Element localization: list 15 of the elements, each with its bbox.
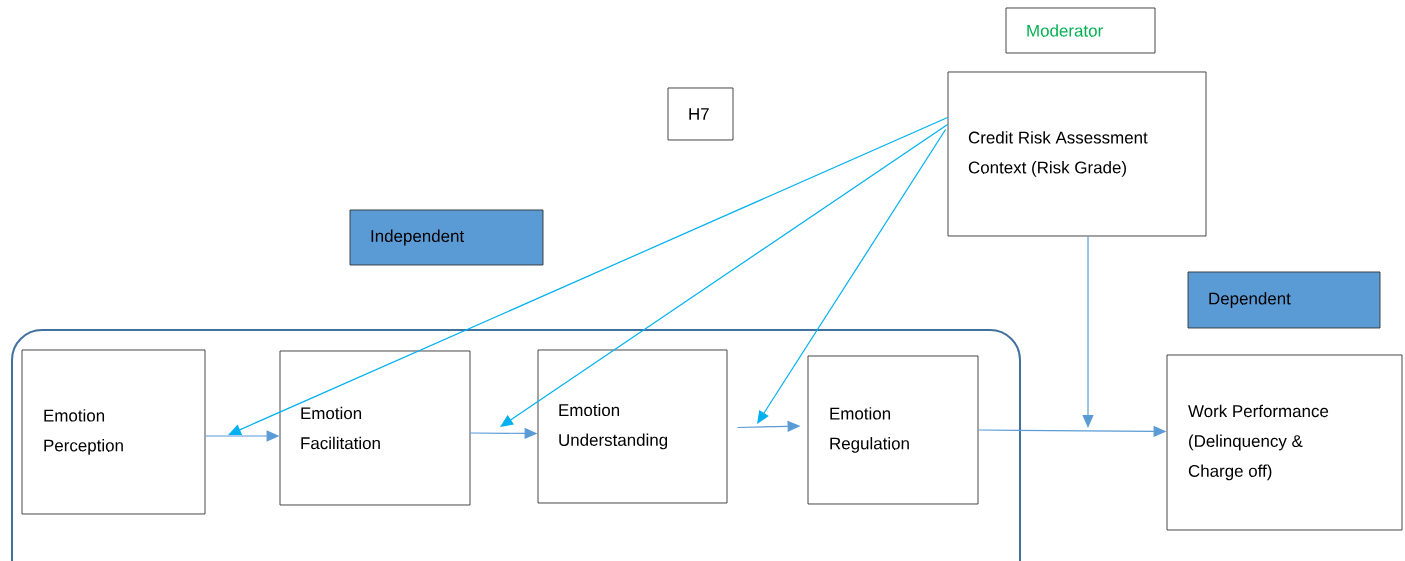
construct-box: Emotion Understanding	[537, 349, 728, 504]
variable-type-box: Dependent	[1187, 271, 1381, 329]
hypothesis-box: H7	[667, 87, 734, 141]
arrow	[757, 128, 947, 424]
construct-box: Emotion Perception	[21, 349, 206, 515]
construct-box: Work Performance (Delinquency & Charge off)	[1166, 354, 1403, 531]
construct-box: Credit Risk Assessment Context (Risk Grade)	[947, 71, 1207, 237]
arrow	[228, 116, 949, 435]
variable-type-box: Independent	[349, 209, 544, 266]
group-frame	[11, 329, 1021, 561]
moderator-label-box: Moderator	[1005, 7, 1156, 54]
construct-box: Emotion Regulation	[807, 355, 979, 505]
arrow	[1082, 235, 1094, 428]
construct-box: Emotion Facilitation	[279, 350, 471, 506]
arrow	[500, 123, 949, 427]
